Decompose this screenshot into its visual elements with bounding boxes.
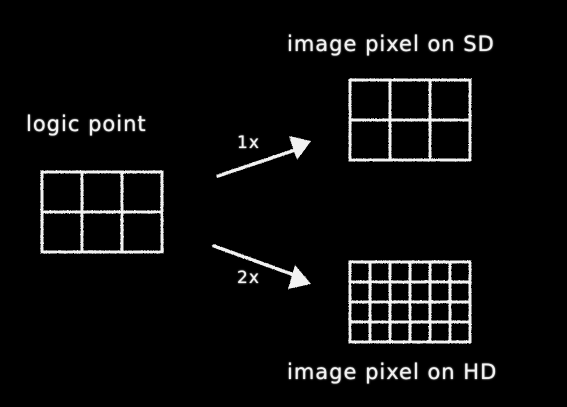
arrow-1x <box>216 136 311 178</box>
sd-pixel-label: image pixel on SD <box>287 32 495 56</box>
logic-point-label: logic point <box>26 112 147 136</box>
scale-2x-label: 2x <box>237 268 260 288</box>
arrow-2x <box>212 244 311 289</box>
sd-pixel-grid <box>348 78 472 162</box>
logic-point-grid <box>40 170 164 254</box>
scale-1x-label: 1x <box>237 133 260 153</box>
hd-pixel-label: image pixel on HD <box>287 360 498 384</box>
hd-pixel-grid <box>348 260 472 344</box>
